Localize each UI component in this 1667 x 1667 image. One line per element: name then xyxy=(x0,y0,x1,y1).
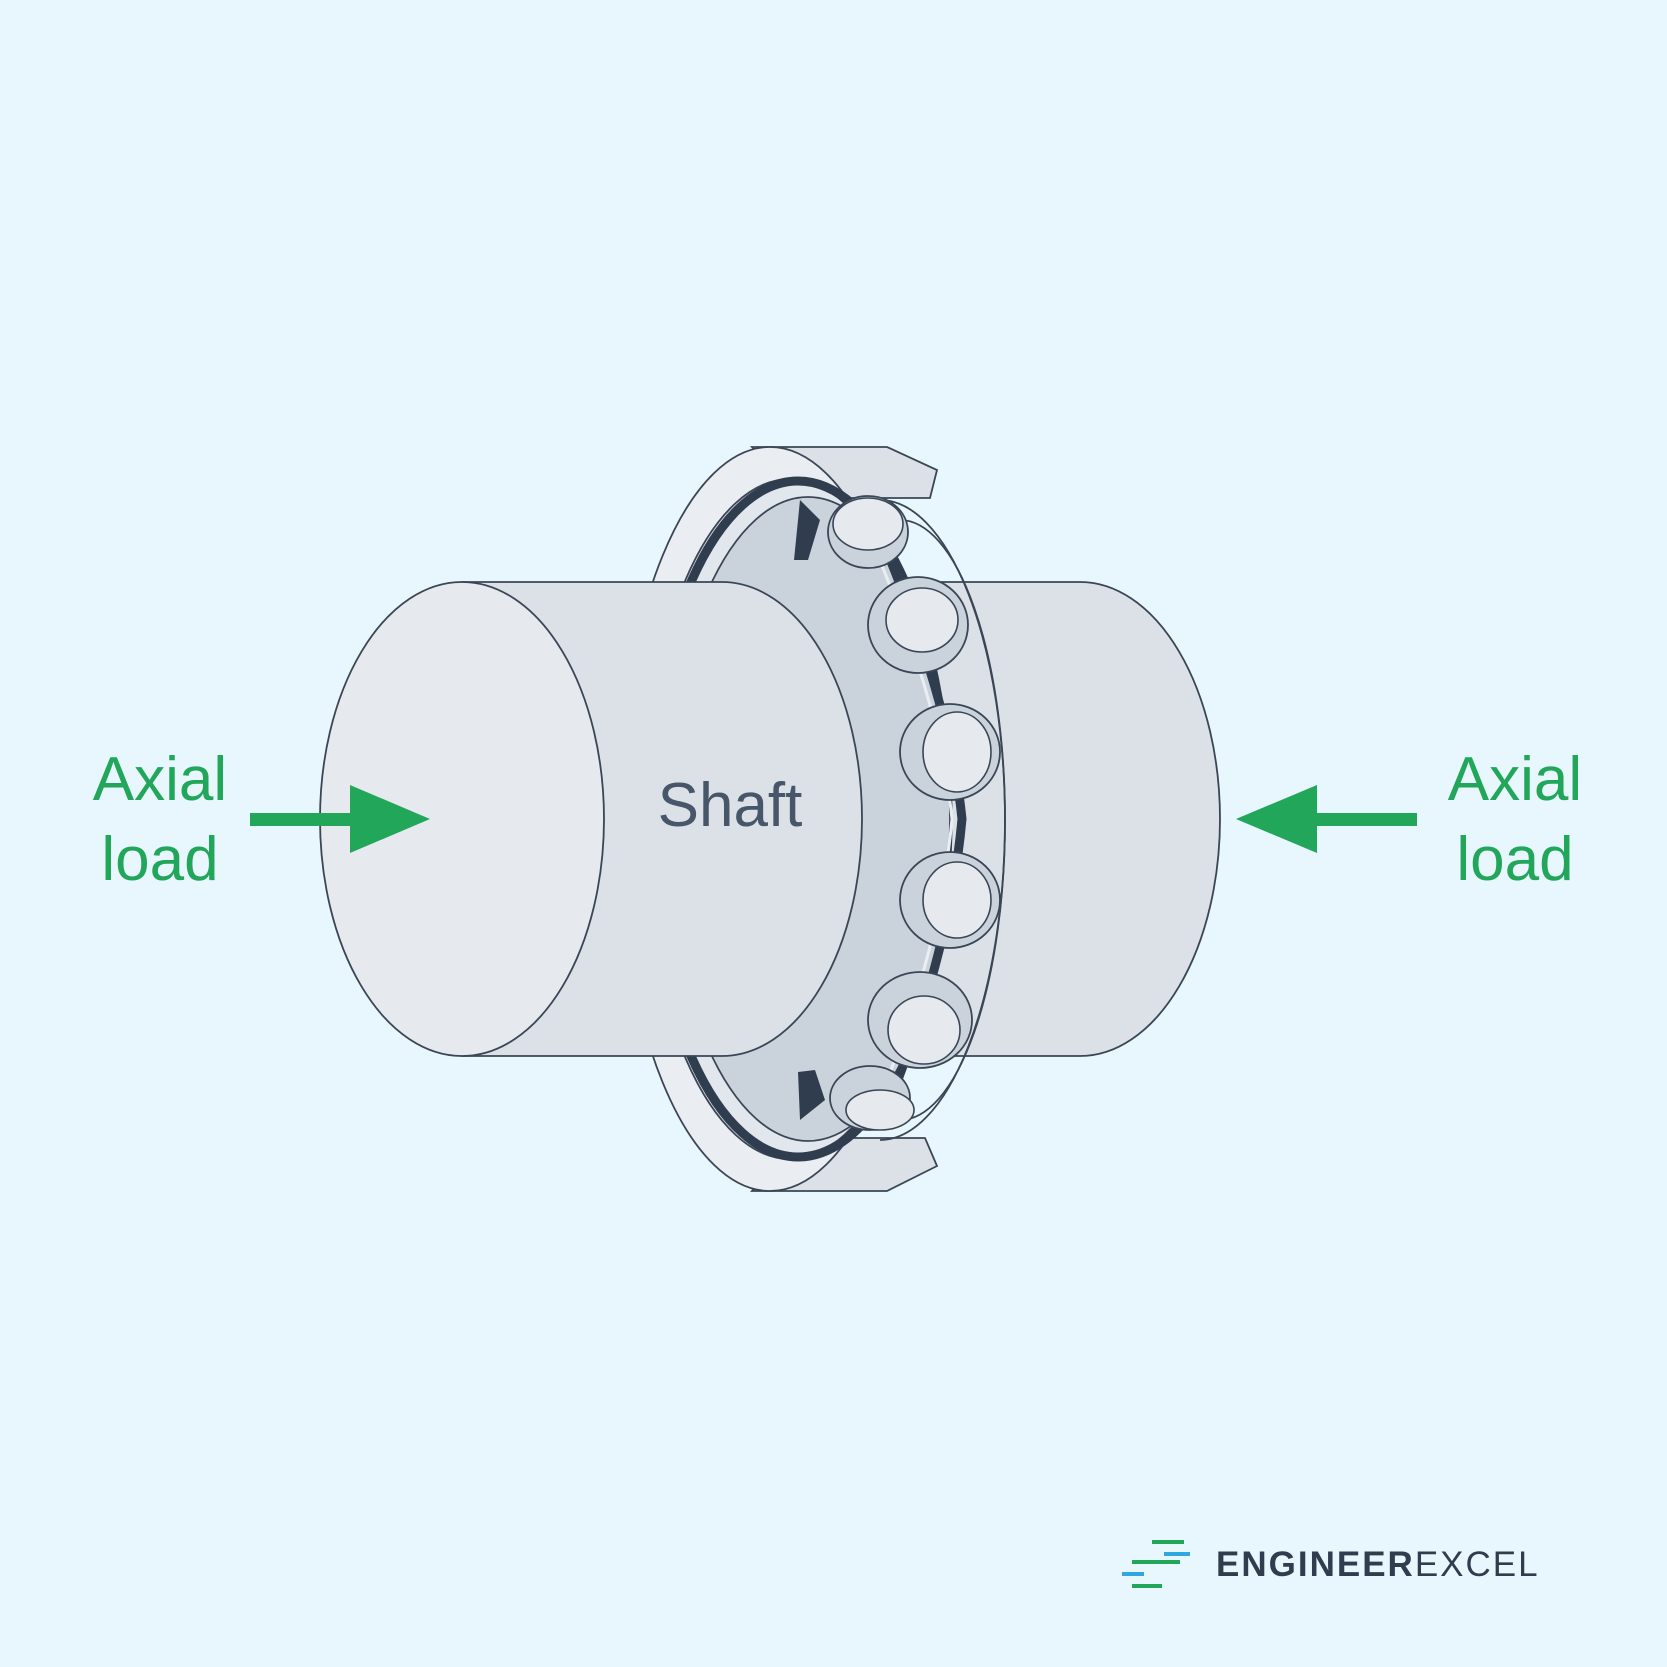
right-axial-arrow xyxy=(1236,785,1417,853)
left-axial-load-label: Axial load xyxy=(50,740,270,900)
ball-4 xyxy=(899,851,1001,949)
right-load-line1: Axial xyxy=(1447,745,1583,814)
brand-speed-lines-icon xyxy=(1122,1540,1190,1588)
shaft-label: Shaft xyxy=(657,771,803,840)
ball-2 xyxy=(867,576,969,674)
ball-6 xyxy=(829,1065,915,1131)
right-load-line2: load xyxy=(1456,825,1574,894)
brand-name-part1: ENGINEER xyxy=(1216,1545,1415,1584)
brand-logo: ENGINEEREXCEL xyxy=(1118,1535,1540,1595)
shaft-left-segment xyxy=(319,581,863,1057)
right-axial-load-label: Axial load xyxy=(1405,740,1625,900)
bearing-balls xyxy=(827,495,1001,1131)
left-load-line2: load xyxy=(101,825,219,894)
left-axial-arrow xyxy=(250,785,430,853)
ball-5 xyxy=(867,971,973,1069)
brand-name: ENGINEEREXCEL xyxy=(1216,1545,1540,1585)
left-load-line1: Axial xyxy=(92,745,228,814)
ball-3 xyxy=(899,703,1001,801)
ball-1 xyxy=(827,495,909,569)
brand-name-part2: EXCEL xyxy=(1414,1545,1540,1584)
